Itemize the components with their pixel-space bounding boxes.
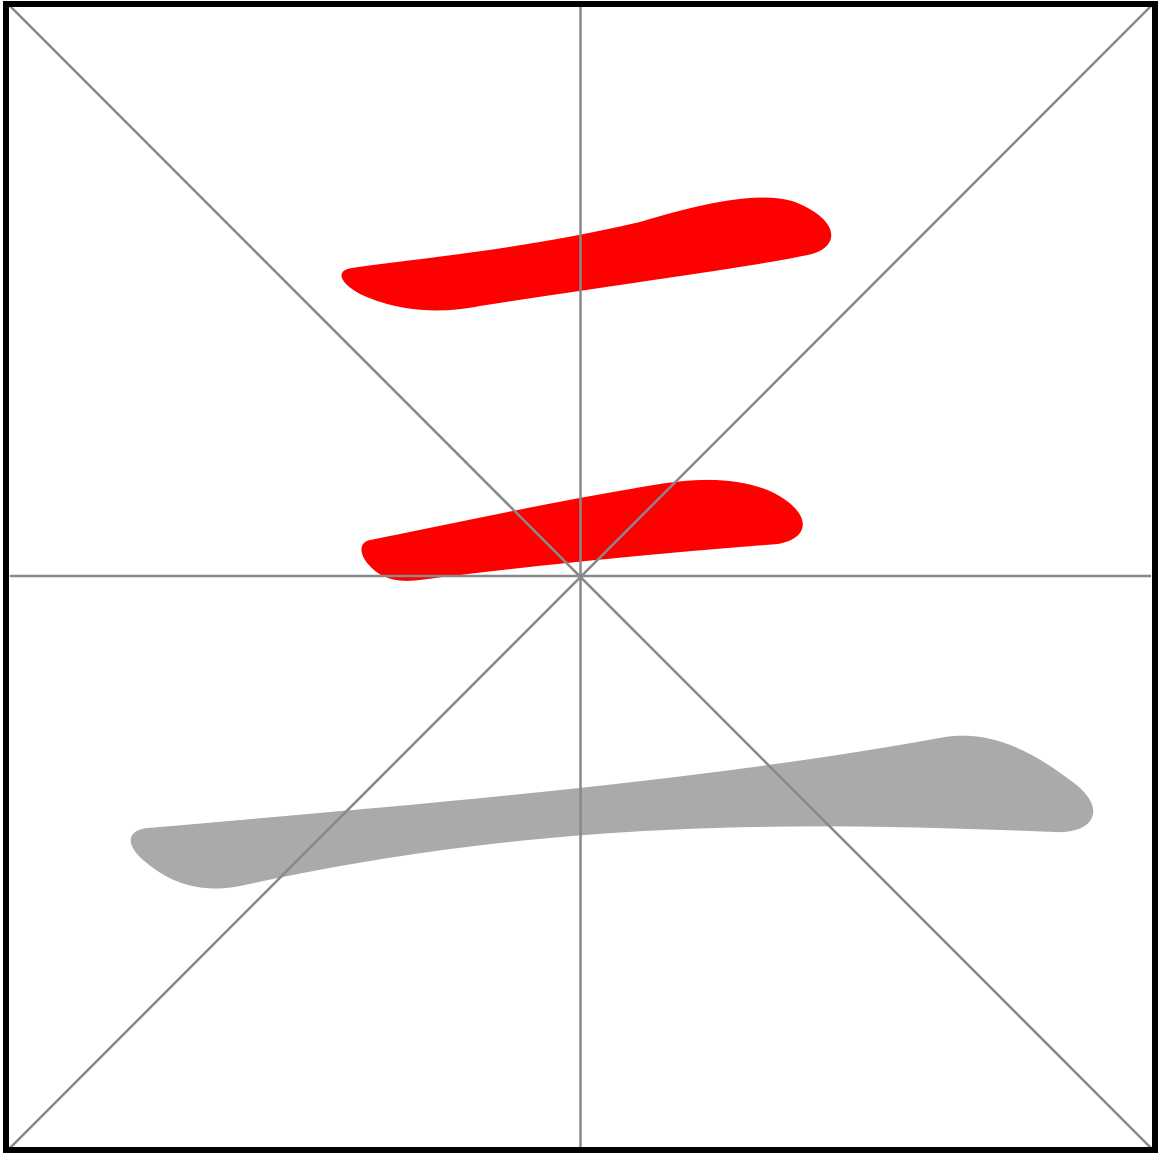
stroke-1	[341, 197, 832, 311]
grid-frame	[3, 1, 1158, 1153]
stroke-2	[361, 479, 803, 581]
stroke-3	[130, 735, 1094, 889]
